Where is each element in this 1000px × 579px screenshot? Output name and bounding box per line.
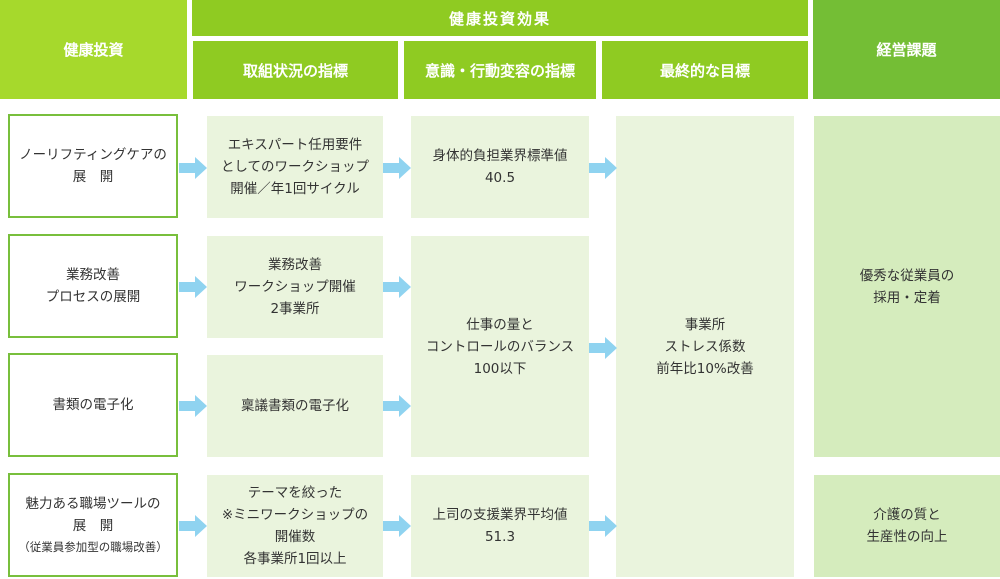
activity-line: 2事業所 [270, 301, 320, 317]
header-activity-indicator: 取組状況の指標 [193, 41, 398, 99]
activity-line: ※ミニワークショップの [221, 507, 369, 523]
right-arrow-icon [179, 515, 207, 537]
awareness-line: 40.5 [484, 170, 516, 186]
header-awareness-indicator: 意識・行動変容の指標 [404, 41, 596, 99]
awareness-workload-control: 仕事の量と コントロールのバランス 100以下 [411, 236, 589, 457]
issue-line: 優秀な従業員の [859, 267, 955, 284]
right-arrow-icon [383, 515, 411, 537]
activity-line: テーマを絞った [247, 485, 343, 501]
header-final-goal: 最終的な目標 [602, 41, 808, 99]
investment-line: ノーリフティングケアの [19, 147, 167, 163]
goal-line: ストレス係数 [664, 338, 746, 355]
investment-note: （従業員参加型の職場改善） [18, 540, 168, 554]
activity-line: としてのワークショップ [220, 159, 370, 175]
goal-line: 事業所 [684, 316, 726, 333]
right-arrow-icon [179, 276, 207, 298]
issue-line: 介護の質と [873, 507, 941, 523]
investment-line: 展 開 [72, 169, 114, 185]
goal-line: 前年比10%改善 [656, 360, 754, 377]
activity-expert-workshop: エキスパート任用要件 としてのワークショップ 開催／年1回サイクル [207, 116, 383, 218]
investment-no-lifting-care: ノーリフティングケアの 展 開 [8, 114, 178, 218]
issue-care-quality-productivity: 介護の質と 生産性の向上 [814, 475, 1000, 577]
investment-line: 業務改善 [66, 267, 120, 283]
activity-improvement-workshop: 業務改善 ワークショップ開催 2事業所 [207, 236, 383, 338]
header-investment: 健康投資 [0, 0, 187, 99]
right-arrow-icon [589, 337, 617, 359]
right-arrow-icon [383, 276, 411, 298]
header-effect: 健康投資効果 [192, 0, 808, 36]
investment-line: プロセスの展開 [45, 289, 141, 305]
activity-line: ワークショップ開催 [234, 279, 356, 295]
issue-line: 生産性の向上 [866, 529, 948, 545]
investment-line: 展 開 [72, 518, 114, 534]
investment-digitization: 書類の電子化 [8, 353, 178, 457]
activity-line: 稟議書類の電子化 [241, 398, 349, 414]
final-goal-stress-coefficient: 事業所 ストレス係数 前年比10%改善 [616, 116, 794, 577]
right-arrow-icon [383, 157, 411, 179]
activity-line: 開催数 [274, 529, 316, 545]
investment-process-improvement: 業務改善 プロセスの展開 [8, 234, 178, 338]
awareness-line: 51.3 [484, 529, 516, 545]
awareness-line: 100以下 [473, 360, 527, 377]
activity-digitization: 稟議書類の電子化 [207, 355, 383, 457]
right-arrow-icon [589, 157, 617, 179]
activity-line: 開催／年1回サイクル [230, 181, 360, 197]
awareness-line: 仕事の量と [466, 316, 534, 333]
awareness-line: 上司の支援業界平均値 [432, 507, 568, 523]
activity-line: 業務改善 [268, 257, 322, 273]
investment-line: 書類の電子化 [52, 397, 134, 413]
issue-talent-retention: 優秀な従業員の 採用・定着 [814, 116, 1000, 457]
right-arrow-icon [589, 515, 617, 537]
activity-line: エキスパート任用要件 [227, 137, 363, 153]
investment-line: 魅力ある職場ツールの [25, 496, 161, 512]
activity-line: 各事業所1回以上 [243, 551, 347, 567]
awareness-line: 身体的負担業界標準値 [432, 148, 568, 164]
issue-line: 採用・定着 [873, 289, 941, 306]
investment-workplace-tools: 魅力ある職場ツールの 展 開 （従業員参加型の職場改善） [8, 473, 178, 577]
awareness-physical-burden: 身体的負担業界標準値 40.5 [411, 116, 589, 218]
activity-mini-workshop: テーマを絞った ※ミニワークショップの 開催数 各事業所1回以上 [207, 475, 383, 577]
awareness-line: コントロールのバランス [425, 338, 575, 355]
header-management-issues: 経営課題 [813, 0, 1000, 99]
right-arrow-icon [179, 157, 207, 179]
awareness-supervisor-support: 上司の支援業界平均値 51.3 [411, 475, 589, 577]
right-arrow-icon [383, 395, 411, 417]
right-arrow-icon [179, 395, 207, 417]
